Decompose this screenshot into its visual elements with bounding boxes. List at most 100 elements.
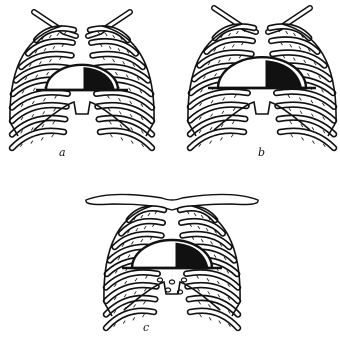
rib-hatch: [223, 98, 225, 101]
rib-hatch: [43, 98, 45, 101]
rib-hatch: [206, 228, 208, 231]
sternum-mark: [181, 278, 186, 282]
rib-hatch: [211, 241, 213, 244]
rib-hatch: [140, 90, 142, 93]
rib-hatch: [22, 90, 24, 93]
rib-hatch: [108, 108, 110, 111]
rib-hatch: [145, 276, 147, 279]
rib-hatch: [113, 59, 115, 62]
rib-hatch: [220, 137, 222, 140]
rib-hatch: [120, 124, 122, 127]
rib-hatch: [210, 141, 212, 144]
clavicle-bar: [86, 194, 258, 210]
rib-hatch: [141, 239, 143, 242]
rib-hatch: [143, 301, 145, 304]
rib-hatch: [115, 72, 117, 75]
rib-hatch: [49, 35, 51, 38]
rib-hatch: [21, 104, 23, 107]
panel-label-b: b: [258, 147, 265, 158]
rib-hatch: [110, 134, 112, 137]
rib-hatch: [49, 59, 51, 62]
rib-hatch: [311, 114, 313, 117]
panel-label-c: c: [143, 322, 149, 333]
heart-shadow: [84, 68, 114, 90]
rib-hatch: [124, 294, 126, 297]
rib-hatch: [232, 121, 234, 124]
rib-hatch: [293, 58, 295, 61]
rib-hatch: [134, 291, 136, 294]
rib-hatch: [307, 73, 309, 76]
rib-hatch: [229, 58, 231, 61]
rib-hatch: [118, 48, 120, 51]
rib-hatch: [141, 215, 143, 218]
rib-hatch: [123, 61, 125, 64]
rib-hatch: [231, 134, 233, 137]
rib-hatch: [211, 114, 213, 117]
rib-hatch: [208, 291, 210, 294]
rib-hatch: [197, 276, 199, 279]
rib-hatch: [31, 141, 33, 144]
rib-hatch: [200, 314, 202, 317]
rib-hatch: [290, 121, 292, 124]
rib-hatch: [144, 226, 146, 229]
rib-hatch: [312, 127, 314, 130]
rib-hatch: [200, 103, 202, 106]
rib-hatch: [53, 46, 55, 49]
rib-hatch: [144, 288, 146, 291]
panel-label-a: a: [59, 147, 66, 158]
rib-hatch: [201, 215, 203, 218]
rib-hatch: [199, 301, 201, 304]
rib-hatch: [198, 226, 200, 229]
rib-hatch: [209, 317, 211, 320]
rib-hatch: [129, 88, 131, 91]
rib-hatch: [133, 317, 135, 320]
rib-hatch: [52, 134, 54, 137]
ribcage-panel-b: [188, 8, 336, 148]
rib-hatch: [125, 281, 127, 284]
rib-hatch: [304, 60, 306, 63]
rib-hatch: [128, 255, 130, 258]
rib-hatch: [207, 278, 209, 281]
rib-hatch: [119, 111, 121, 114]
rib-hatch: [211, 100, 213, 103]
rib-hatch: [43, 111, 45, 114]
rib-hatch: [113, 35, 115, 38]
rib-hatch: [214, 255, 216, 258]
rib-hatch: [32, 101, 34, 104]
ribcage-panel-c: [86, 194, 258, 328]
rib-hatch: [126, 75, 128, 78]
sternum-mark: [165, 288, 170, 292]
rib-hatch: [218, 294, 220, 297]
rib-hatch: [222, 111, 224, 114]
rib-hatch: [229, 33, 231, 36]
rib-hatch: [54, 108, 56, 111]
rib-hatch: [234, 95, 236, 98]
rib-hatch: [31, 127, 33, 130]
rib-hatch: [288, 95, 290, 98]
rib-hatch: [208, 304, 210, 307]
rib-hatch: [142, 314, 144, 317]
rib-hatch: [44, 48, 46, 51]
rib-hatch: [293, 33, 295, 36]
rib-hatch: [232, 44, 234, 47]
rib-hatch: [302, 137, 304, 140]
rib-hatch: [47, 72, 49, 75]
rib-hatch: [223, 46, 225, 49]
rib-hatch: [109, 121, 111, 124]
rib-hatch: [57, 33, 59, 36]
rib-hatch: [322, 103, 324, 106]
rib-hatch: [218, 60, 220, 63]
rib-hatch: [134, 304, 136, 307]
rib-hatch: [286, 31, 288, 34]
rib-hatch: [203, 76, 205, 79]
rib-hatch: [131, 127, 133, 130]
rib-hatch: [39, 61, 41, 64]
rib-hatch: [33, 88, 35, 91]
rib-hatch: [194, 213, 196, 216]
rib-hatch: [41, 137, 43, 140]
rib-hatch: [107, 96, 109, 99]
rib-hatch: [201, 89, 203, 92]
rib-hatch: [323, 130, 325, 133]
rib-hatch: [236, 31, 238, 34]
